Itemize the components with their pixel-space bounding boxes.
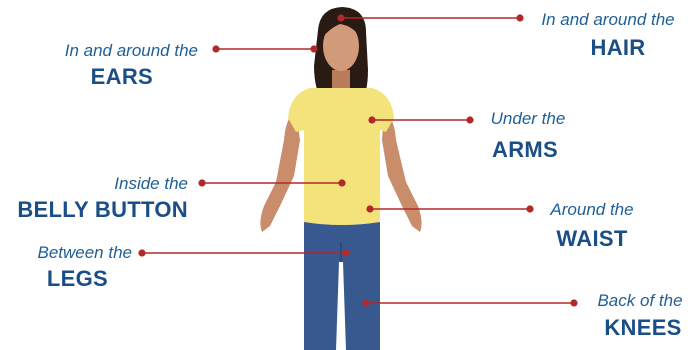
label-belly-main: BELLY BUTTON	[4, 199, 188, 221]
label-waist: Around the WAIST	[536, 201, 648, 250]
label-ears: In and around the EARS	[30, 42, 198, 88]
label-legs: Between the LEGS	[20, 244, 132, 290]
leader-dot-hair-1	[516, 14, 523, 21]
leader-dot-ears-0	[212, 45, 219, 52]
leader-dot-belly-1	[338, 179, 345, 186]
label-hair-main: HAIR	[548, 37, 688, 59]
label-hair-sub: In and around the	[528, 11, 688, 28]
label-knees-main: KNEES	[596, 317, 690, 339]
leader-dot-arms-1	[466, 116, 473, 123]
label-legs-main: LEGS	[20, 268, 108, 290]
leader-dot-legs-0	[138, 249, 145, 256]
label-hair: In and around the HAIR	[528, 11, 688, 59]
leader-dot-legs-1	[342, 249, 349, 256]
label-waist-sub: Around the	[536, 201, 648, 218]
leader-dot-knees-0	[362, 299, 369, 306]
leader-dot-knees-1	[570, 299, 577, 306]
leader-dot-hair-0	[337, 14, 344, 21]
leader-dot-ears-1	[310, 45, 317, 52]
label-belly: Inside the BELLY BUTTON	[4, 175, 188, 221]
label-arms-main: ARMS	[478, 139, 572, 161]
label-belly-sub: Inside the	[4, 175, 188, 192]
label-arms-sub: Under the	[478, 110, 578, 127]
label-ears-main: EARS	[30, 66, 153, 88]
label-knees-sub: Back of the	[590, 292, 690, 309]
label-knees: Back of the KNEES	[590, 292, 690, 339]
label-ears-sub: In and around the	[30, 42, 198, 59]
label-legs-sub: Between the	[20, 244, 132, 261]
leader-dot-waist-0	[366, 205, 373, 212]
label-waist-main: WAIST	[536, 228, 648, 250]
leader-dot-waist-1	[526, 205, 533, 212]
leader-dot-arms-0	[368, 116, 375, 123]
label-arms: Under the ARMS	[478, 110, 578, 161]
leader-dot-belly-0	[198, 179, 205, 186]
